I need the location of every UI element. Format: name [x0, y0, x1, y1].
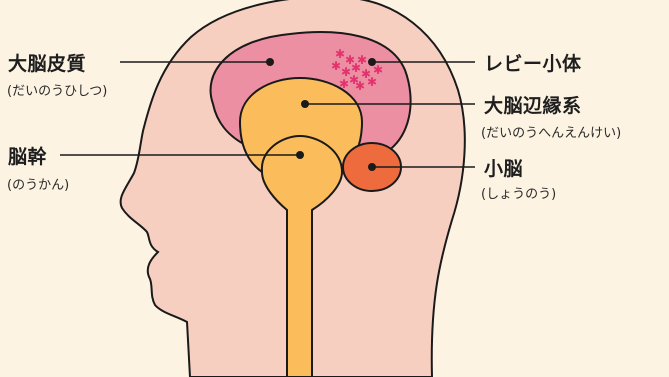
limbic-label: 大脳辺縁系: [484, 91, 582, 118]
brainstem-label: 脳幹: [8, 142, 47, 169]
cerebellum-dot: [368, 163, 376, 171]
cortex-label: 大脳皮質: [8, 49, 86, 76]
lewy-body-mark: ✱: [357, 53, 367, 67]
limbic-dot: [301, 100, 309, 108]
cerebellum-reading: (しょうのう): [481, 183, 556, 202]
lewy-body-label: レビー小体: [484, 49, 582, 76]
brainstem-reading: (のうかん): [7, 174, 69, 193]
lewy-body-mark: ✱: [355, 79, 365, 93]
cerebellum-label: 小脳: [484, 154, 523, 181]
lewy-body-mark: ✱: [367, 75, 377, 89]
lewy-body-mark: ✱: [339, 77, 349, 91]
lewy-body-mark: ✱: [331, 59, 341, 73]
cortex-dot: [266, 58, 274, 66]
limbic-reading: (だいのうへんえんけい): [481, 122, 621, 141]
lewy-dot: [368, 58, 376, 66]
brainstem-dot: [296, 151, 304, 159]
cortex-reading: (だいのうひしつ): [7, 80, 107, 99]
